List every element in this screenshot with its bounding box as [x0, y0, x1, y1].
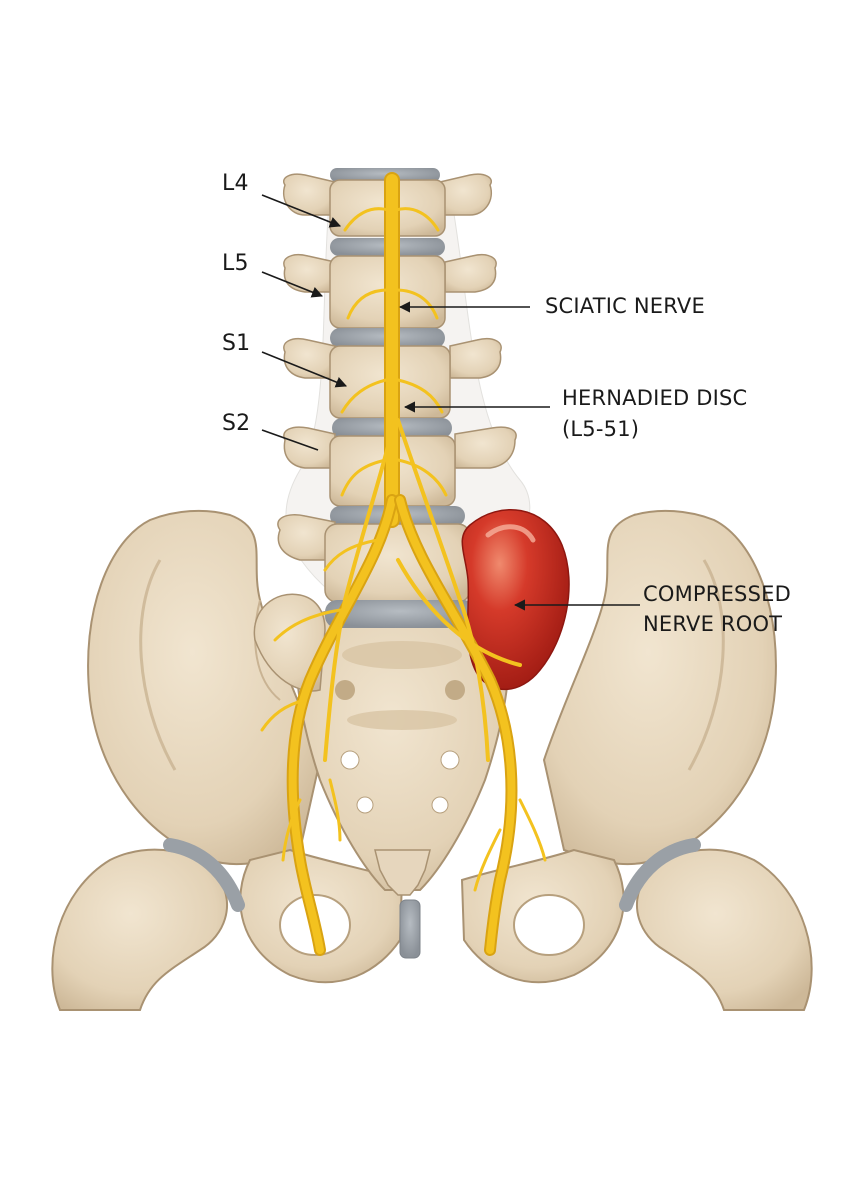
right-obturator-foramen [513, 894, 585, 956]
label-compressed-2: NERVE ROOT [643, 612, 782, 636]
label-s2: S2 [222, 411, 250, 436]
sacral-ridge-1 [342, 641, 462, 669]
sacral-foramen-5 [356, 796, 374, 814]
nerve-bundle [260, 172, 547, 956]
right-femur [635, 848, 813, 1011]
label-sciatic-nerve: SCIATIC NERVE [545, 294, 705, 318]
label-herniated-disc-1: HERNADIED DISC [562, 386, 747, 410]
coccyx [374, 849, 431, 896]
right-ilium [542, 509, 777, 866]
sacral-foramen-6 [431, 796, 449, 814]
sacroiliac-left [254, 599, 281, 701]
sacral-foramen-1 [335, 680, 355, 700]
leader-s1 [261, 351, 348, 388]
leader-s2 [261, 429, 319, 451]
leader-lines [261, 194, 640, 611]
sacral-foramen-2 [445, 680, 465, 700]
label-herniated-disc-2: (L5-51) [562, 417, 639, 441]
label-compressed-1: COMPRESSED [643, 582, 791, 606]
right-hip-cartilage [619, 838, 701, 912]
sacral-foramen-3 [340, 750, 360, 770]
sacral-ridge-2 [347, 710, 457, 730]
sacral-foramen-4 [440, 750, 460, 770]
left-hip-cartilage [163, 838, 245, 912]
label-l4: L4 [222, 171, 249, 196]
left-ilium [87, 509, 322, 866]
left-femur [51, 848, 229, 1011]
leader-l4 [261, 194, 342, 228]
leader-l5 [261, 271, 324, 298]
pubic-symphysis [399, 899, 421, 959]
disc-lumbosacral [325, 600, 475, 628]
label-s1: S1 [222, 331, 250, 356]
label-l5: L5 [222, 251, 249, 276]
